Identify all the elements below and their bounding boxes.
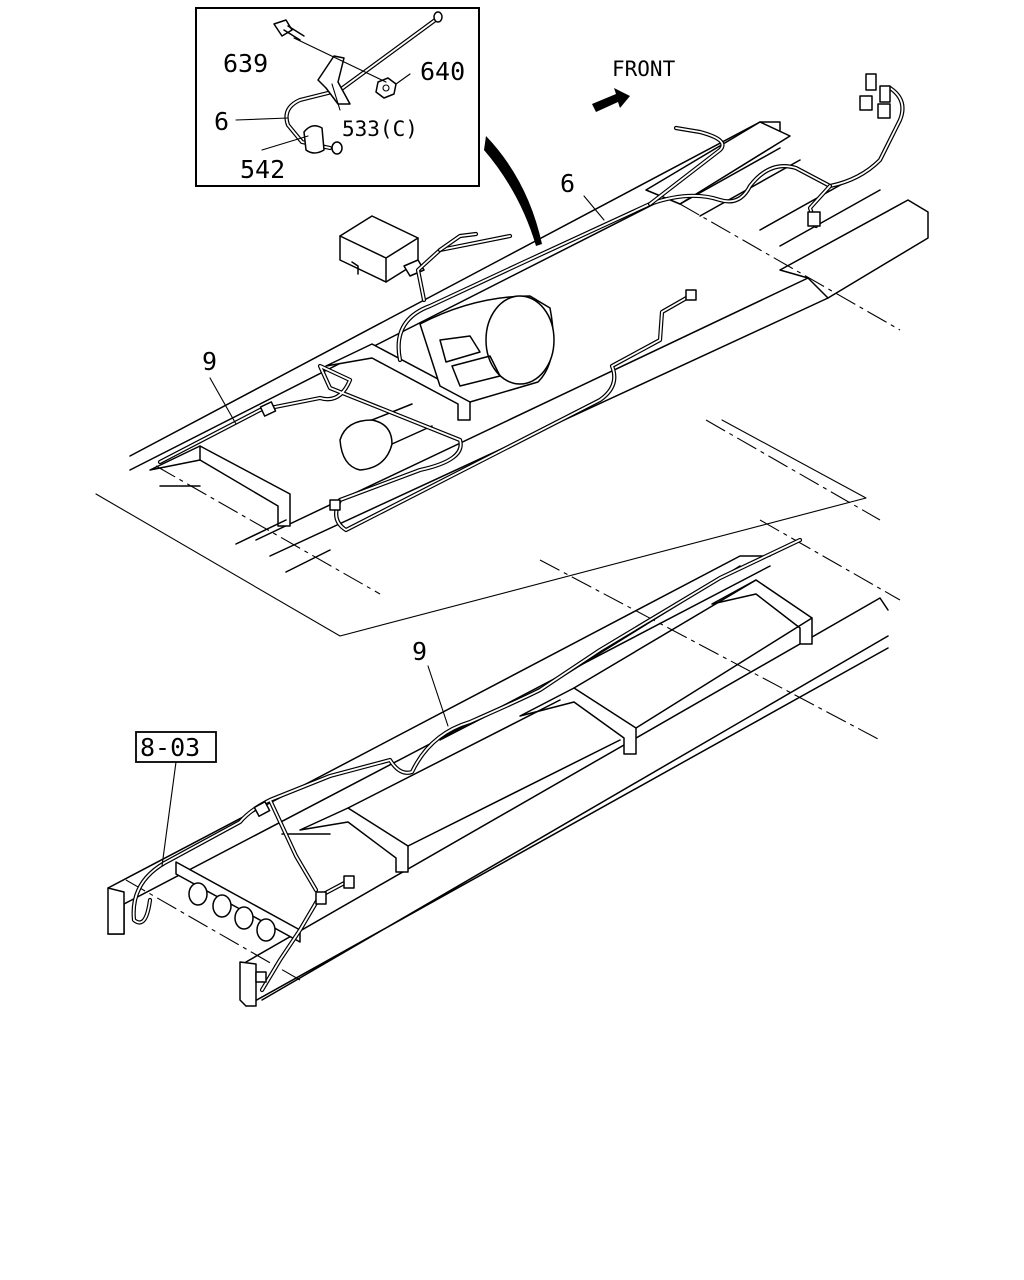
label-542: 542 [240,155,285,184]
section-ref-box [135,731,217,763]
label-6-upper: 6 [560,169,575,198]
nut-icon [375,77,397,99]
transmission-housing [485,295,555,385]
rear-lights [188,882,276,942]
front-arrow-icon [592,88,630,112]
clip-bracket [317,55,351,105]
label-639: 639 [223,49,268,78]
front-indicator: FRONT [592,57,676,112]
label-8-03: 8-03 [140,733,200,762]
upper-platform-outline [95,419,867,637]
detail-pointer-arrow [484,136,542,246]
harness-9-lower [131,537,803,993]
upper-harness [157,73,905,533]
upper-chassis [95,121,929,637]
label-6-inset: 6 [214,107,229,136]
bolt-icon [273,19,305,41]
ecu-box [339,215,419,283]
label-640: 640 [420,57,465,86]
label-9-upper: 9 [202,347,217,376]
label-533c: 533(C) [342,117,418,141]
inset-detail: 639 640 6 533(C) 542 [195,7,480,187]
lower-harness [131,537,803,993]
connector-cluster [807,73,891,227]
lower-chassis [107,519,901,1007]
grommet-shape [303,125,325,154]
label-9-lower: 9 [412,637,427,666]
front-label: FRONT [612,57,676,81]
